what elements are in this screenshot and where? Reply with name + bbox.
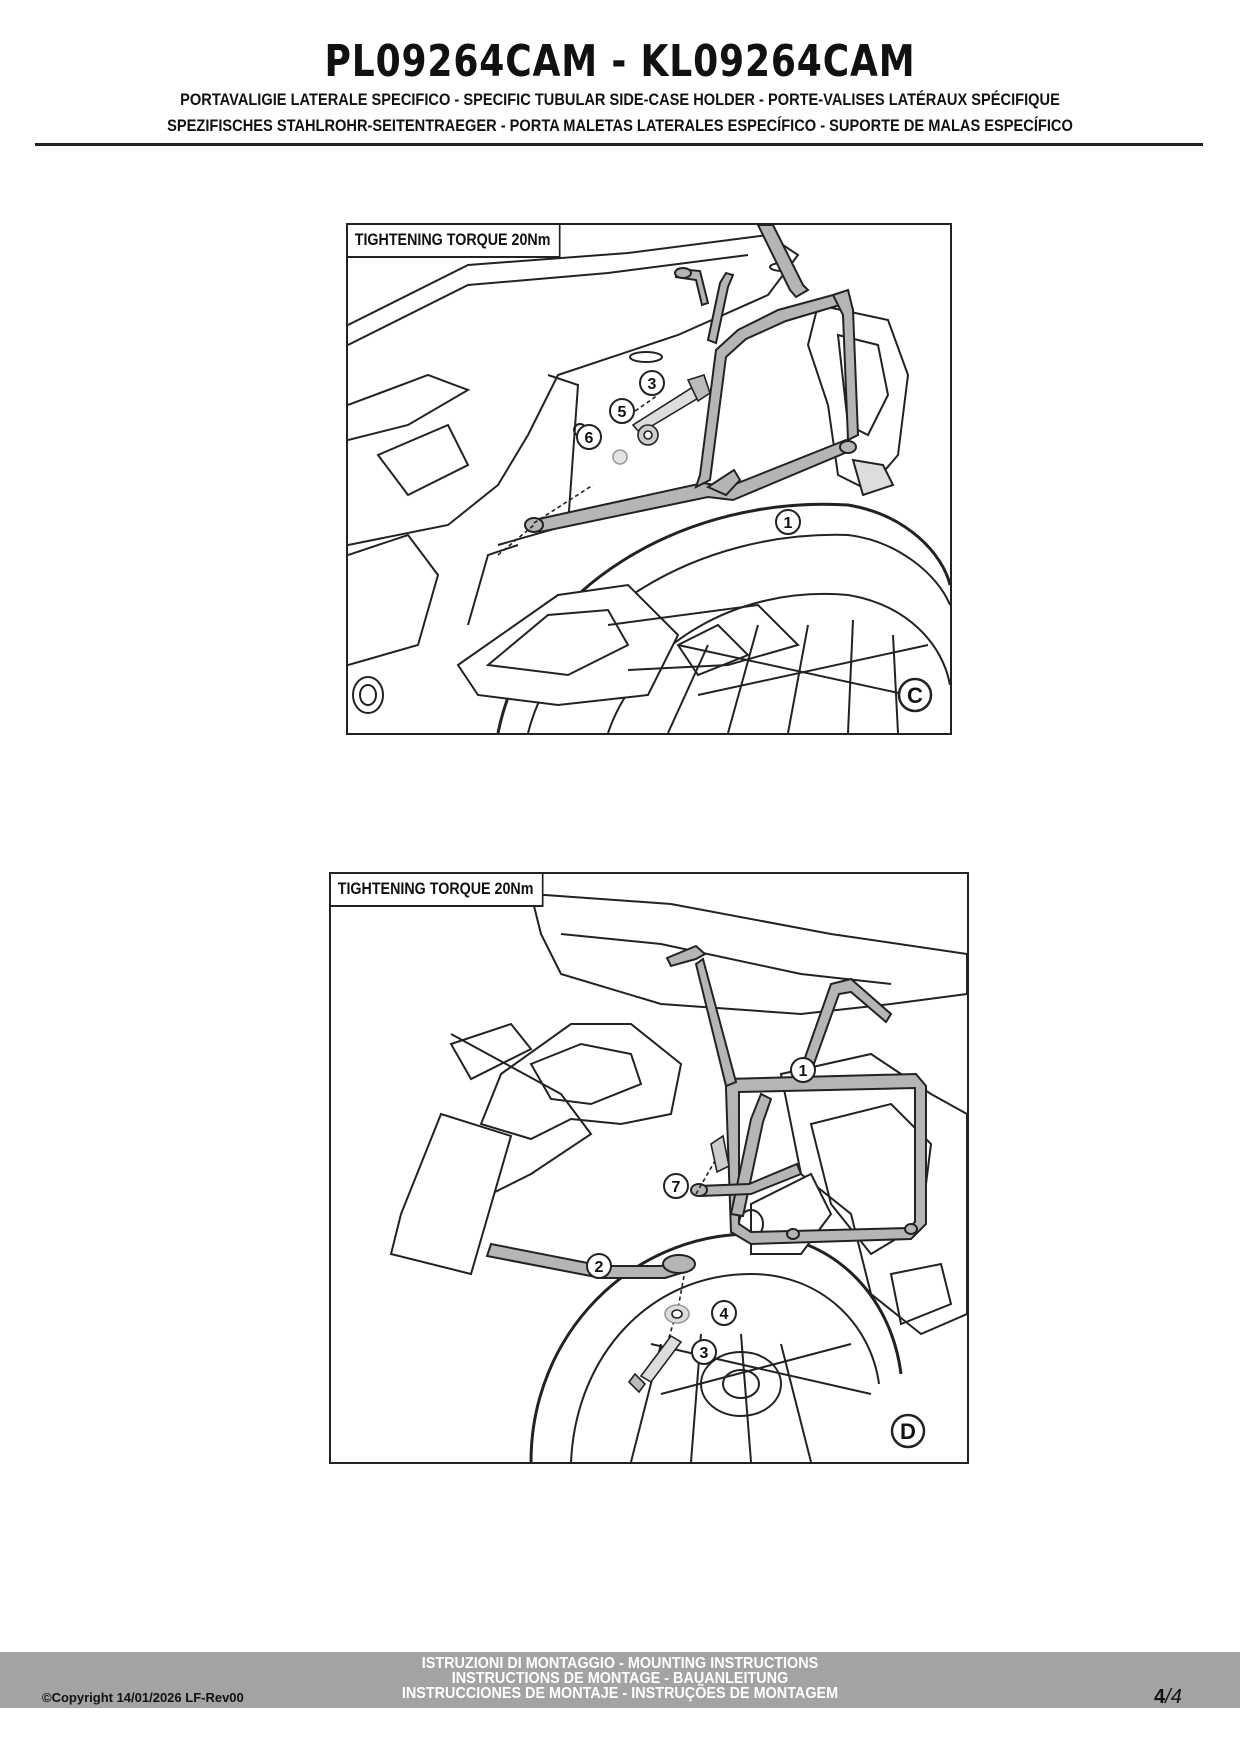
- callout-label: 1: [784, 515, 793, 532]
- header-rule: [35, 143, 1203, 146]
- page-total: 4: [1170, 1686, 1182, 1708]
- callout-label: 2: [595, 1259, 604, 1276]
- document-title: PL09264CAM - KL09264CAM: [324, 36, 916, 87]
- footer-line-1: ISTRUZIONI DI MONTAGGIO - MOUNTING INSTR…: [421, 1655, 819, 1672]
- callout-6-c: [576, 424, 602, 450]
- callout-2-d: [586, 1253, 612, 1279]
- document-subtitle-2: SPEZIFISCHES STAHLROHR-SEITENTRAEGER - P…: [167, 116, 1073, 135]
- callout-label: 3: [648, 376, 657, 393]
- callout-label: 7: [672, 1179, 681, 1196]
- callout-label: 4: [720, 1306, 729, 1323]
- callout-label: 6: [585, 430, 594, 447]
- callout-3-c: [639, 370, 665, 396]
- callout-1-d: [790, 1057, 816, 1083]
- page-current: 4: [1154, 1686, 1166, 1708]
- torque-label-c: TIGHTENING TORQUE 20Nm: [348, 225, 561, 258]
- torque-label-d: TIGHTENING TORQUE 20Nm: [331, 874, 544, 907]
- step-d-illustration: TIGHTENING TORQUE 20Nm: [329, 872, 969, 1464]
- step-letter-c: C: [907, 683, 923, 708]
- callout-4-d: [711, 1300, 737, 1326]
- footer-band: ISTRUZIONI DI MONTAGGIO - MOUNTING INSTR…: [0, 1652, 1240, 1708]
- step-letter-circle-d: [890, 1413, 926, 1449]
- callout-5-c: [609, 398, 635, 424]
- footer-line-2: INSTRUCTIONS DE MONTAGE - BAUANLEITUNG: [451, 1670, 789, 1687]
- step-c-drawing: 3 5 6 1 C: [348, 225, 950, 733]
- copyright-notice: ©Copyright 14/01/2026 LF-Rev00: [42, 1690, 244, 1705]
- callout-label: 1: [799, 1063, 808, 1080]
- callout-label: 5: [618, 404, 627, 421]
- document-subtitle-1: PORTAVALIGIE LATERALE SPECIFICO - SPECIF…: [180, 90, 1060, 109]
- callout-1-c: [775, 509, 801, 535]
- step-c-illustration: TIGHTENING TORQUE 20Nm: [346, 223, 952, 735]
- step-letter-d: D: [900, 1419, 916, 1444]
- callout-7-d: [663, 1173, 689, 1199]
- footer-line-3: INSTRUCCIONES DE MONTAJE - INSTRUÇÕES DE…: [401, 1685, 839, 1702]
- page-separator: /: [1165, 1686, 1171, 1708]
- step-d-drawing: 1 7 2 4 3 D: [389, 892, 967, 1462]
- step-letter-circle-c: [897, 677, 933, 713]
- page-number: 4/4: [1154, 1686, 1182, 1709]
- callout-label: 3: [700, 1345, 709, 1362]
- callout-3-d: [691, 1339, 717, 1365]
